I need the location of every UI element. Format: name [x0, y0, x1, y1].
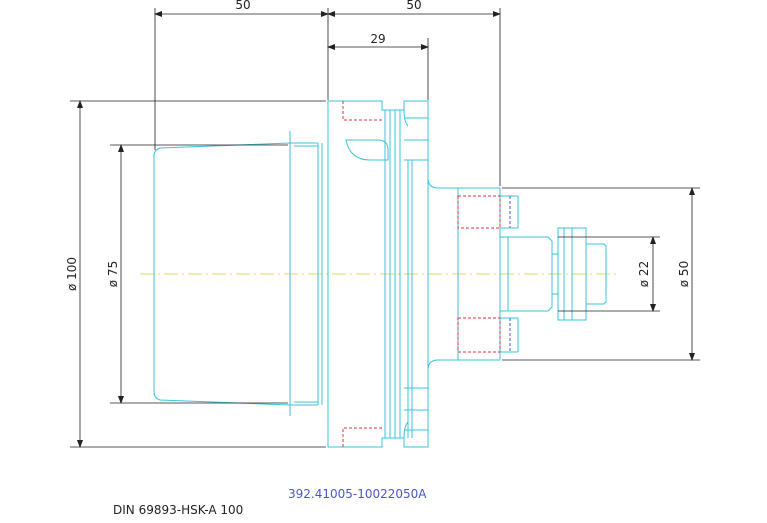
flange	[327, 100, 429, 448]
shank-hidden-lines	[457, 195, 501, 353]
collet-nut	[500, 227, 607, 321]
dim-inner-top: 29	[370, 32, 385, 46]
hsk-taper	[153, 131, 323, 416]
dim-top-left: 50	[235, 0, 250, 12]
dimension-lines	[70, 8, 700, 448]
dim-diameter-bore: ø 22	[637, 261, 651, 287]
dim-diameter-taper: ø 75	[106, 261, 120, 287]
dim-diameter-outer: ø 100	[65, 257, 79, 291]
dim-top-right: 50	[406, 0, 421, 12]
part-number: 392.41005-10022050A	[288, 487, 427, 501]
flange-hidden-lines	[342, 101, 382, 447]
dim-diameter-shank: ø 50	[677, 261, 691, 287]
standard-label: DIN 69893-HSK-A 100	[113, 503, 244, 517]
